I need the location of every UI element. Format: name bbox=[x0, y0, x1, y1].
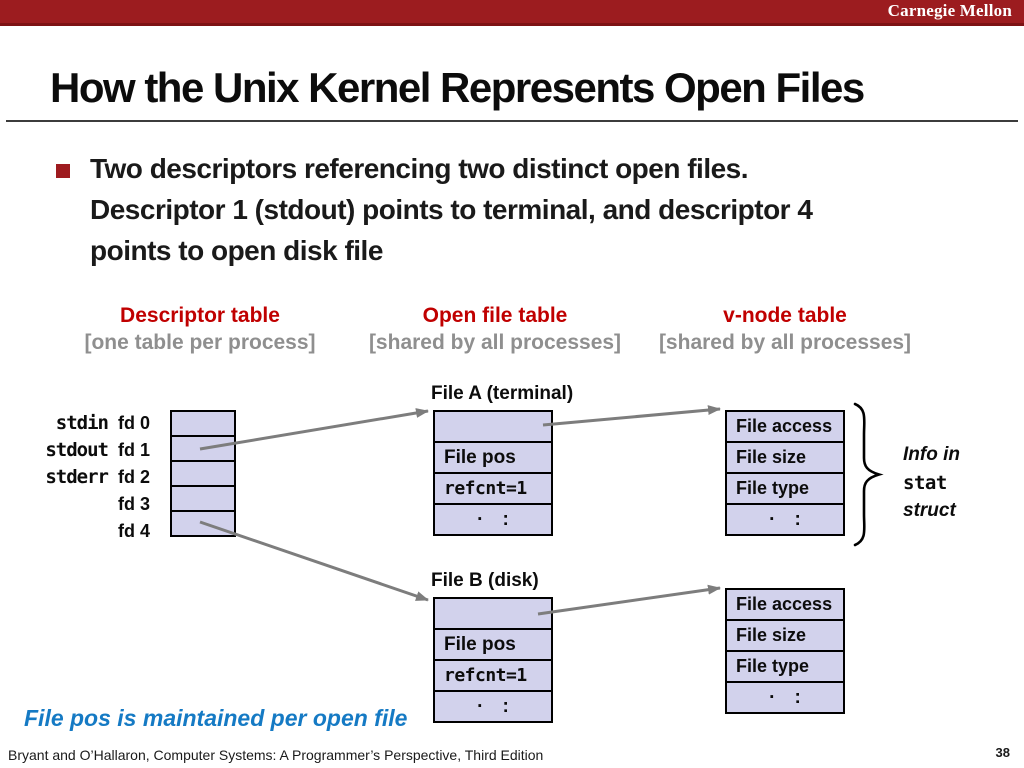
fd-label: fd 3 bbox=[118, 494, 151, 514]
descriptor-cell-fd0 bbox=[170, 410, 236, 437]
bullet-text: Two descriptors referencing two distinct… bbox=[90, 148, 930, 271]
arrow-file-b-to-vnode-b bbox=[537, 584, 721, 616]
bullet-line: Descriptor 1 (stdout) points to terminal… bbox=[90, 194, 813, 225]
vnode-a-table: File access File size File type · : bbox=[725, 410, 845, 536]
file-pos-note: File pos is maintained per open file bbox=[24, 705, 408, 731]
file-b-dots-cell: · : bbox=[433, 690, 553, 723]
footer-credit: Bryant and O’Hallaron, Computer Systems:… bbox=[8, 747, 544, 763]
fd-labels: fd 0 fd 1 fd 2 fd 3 fd 4 bbox=[118, 410, 162, 545]
vnode-a-file-type-cell: File type bbox=[725, 472, 845, 505]
column-title: Descriptor table bbox=[120, 304, 280, 327]
stderr-label: stderr bbox=[45, 466, 109, 488]
vnode-b-table: File access File size File type · : bbox=[725, 588, 845, 714]
fd-label: fd 2 bbox=[118, 467, 151, 487]
descriptor-cell-fd4 bbox=[170, 510, 236, 537]
descriptor-cell-fd3 bbox=[170, 485, 236, 512]
bullet-line: Two descriptors referencing two distinct… bbox=[90, 153, 749, 184]
stat-note-line: struct bbox=[903, 500, 956, 521]
vnode-b-file-size-cell: File size bbox=[725, 619, 845, 652]
vnode-a-file-access-cell: File access bbox=[725, 410, 845, 443]
page-number: 38 bbox=[995, 745, 1010, 760]
column-subtitle: [shared by all processes] bbox=[658, 331, 912, 354]
bullet-square-icon bbox=[56, 164, 70, 178]
std-stream-labels: stdin stdout stderr bbox=[18, 410, 109, 491]
cmu-brand-label: Carnegie Mellon bbox=[887, 1, 1012, 20]
vnode-a-file-size-cell: File size bbox=[725, 441, 845, 474]
file-a-table: File pos refcnt=1 · : bbox=[433, 410, 553, 536]
column-subtitle: [shared by all processes] bbox=[368, 331, 622, 354]
descriptor-cell-fd2 bbox=[170, 460, 236, 487]
fd-label: fd 1 bbox=[118, 440, 151, 460]
file-b-refcnt-cell: refcnt=1 bbox=[433, 659, 553, 692]
file-a-filepos-cell: File pos bbox=[433, 441, 553, 474]
file-a-refcnt-cell: refcnt=1 bbox=[433, 472, 553, 505]
column-header-open-file-table: Open file table [shared by all processes… bbox=[350, 303, 640, 356]
column-title: Open file table bbox=[422, 304, 568, 327]
file-b-pointer-cell bbox=[433, 597, 553, 630]
descriptor-cell-fd1 bbox=[170, 435, 236, 462]
fd-label: fd 0 bbox=[118, 413, 151, 433]
stat-brace bbox=[853, 402, 884, 547]
title-divider bbox=[6, 120, 1018, 122]
column-header-descriptor-table: Descriptor table [one table per process] bbox=[55, 303, 345, 356]
stat-struct-note: Info in stat struct bbox=[903, 441, 960, 525]
stdout-label: stdout bbox=[45, 439, 109, 461]
column-title: v-node table bbox=[723, 304, 847, 327]
fd-label: fd 4 bbox=[118, 521, 151, 541]
descriptor-table bbox=[170, 410, 236, 537]
cmu-banner: Carnegie Mellon bbox=[0, 0, 1024, 26]
vnode-b-dots-cell: · : bbox=[725, 681, 845, 714]
arrow-file-a-to-vnode-a bbox=[542, 405, 721, 427]
column-subtitle: [one table per process] bbox=[84, 331, 316, 354]
stat-note-line: stat bbox=[903, 472, 947, 494]
vnode-b-file-type-cell: File type bbox=[725, 650, 845, 683]
file-b-filepos-cell: File pos bbox=[433, 628, 553, 661]
vnode-b-file-access-cell: File access bbox=[725, 588, 845, 621]
column-header-vnode-table: v-node table [shared by all processes] bbox=[640, 303, 930, 356]
file-a-heading: File A (terminal) bbox=[431, 383, 574, 404]
stdin-label: stdin bbox=[55, 412, 109, 434]
file-a-dots-cell: · : bbox=[433, 503, 553, 536]
file-b-table: File pos refcnt=1 · : bbox=[433, 597, 553, 723]
vnode-a-dots-cell: · : bbox=[725, 503, 845, 536]
file-b-heading: File B (disk) bbox=[431, 570, 539, 591]
slide-title: How the Unix Kernel Represents Open File… bbox=[50, 64, 865, 111]
bullet-line: points to open disk file bbox=[90, 235, 383, 266]
stat-note-line: Info in bbox=[903, 444, 960, 465]
file-a-pointer-cell bbox=[433, 410, 553, 443]
